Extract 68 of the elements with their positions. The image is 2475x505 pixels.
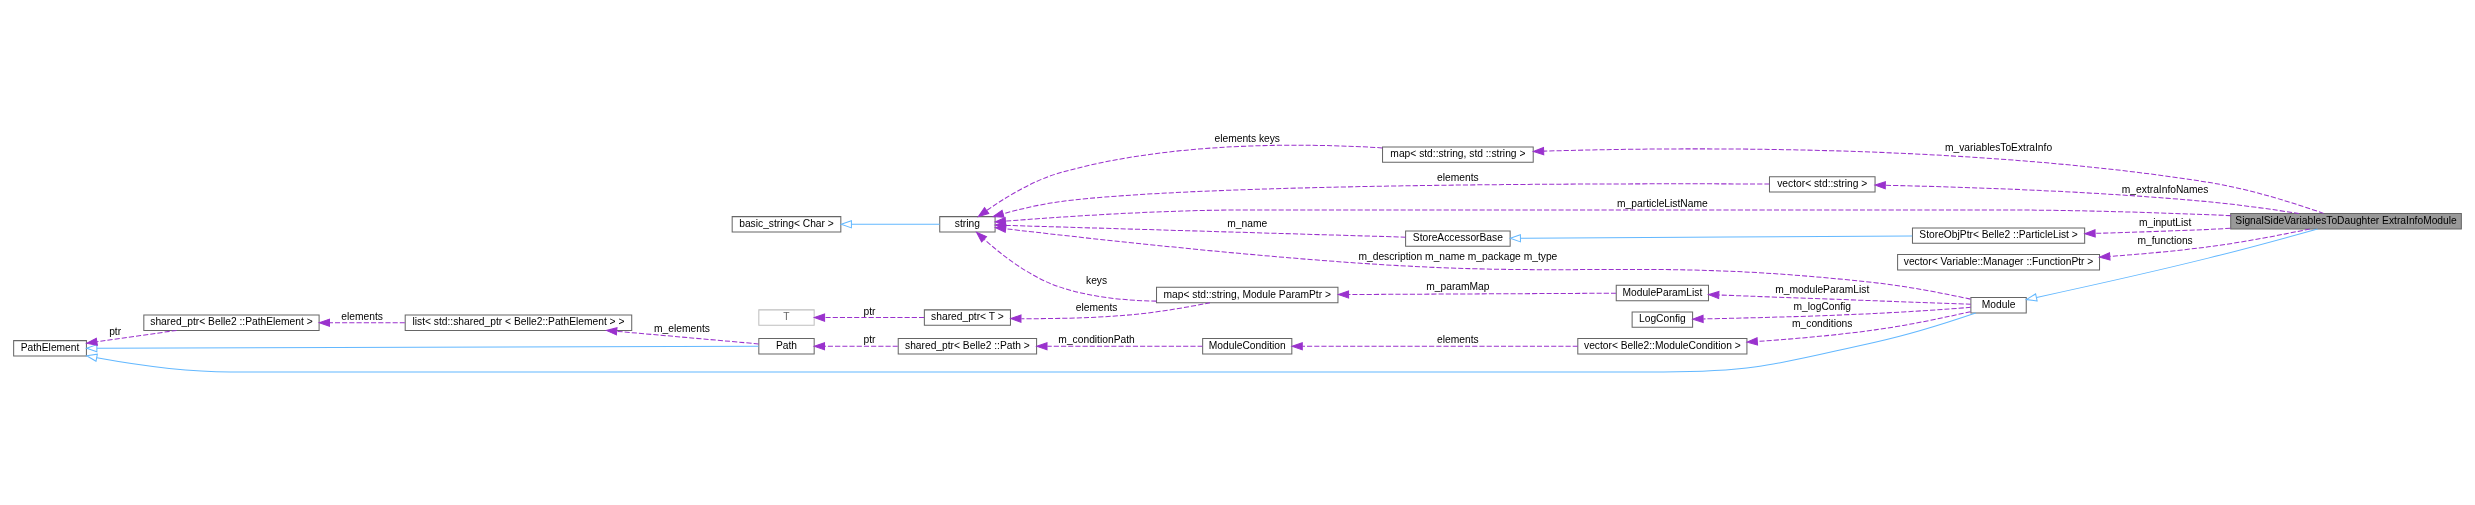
edge-label: m_paramMap xyxy=(1426,280,1490,292)
edge-label: elements xyxy=(1437,333,1479,345)
arrow xyxy=(1745,310,1971,346)
edge-label: m_logConfig xyxy=(1793,300,1852,312)
arrow xyxy=(1035,341,1203,351)
arrow xyxy=(1290,341,1579,351)
node-box: shared_ptr< Belle2 ::Path > xyxy=(897,337,1038,354)
edge-label: m_description m_name m_package m_type xyxy=(1358,250,1558,262)
node-box: SignalSideVariablesToDaughter ExtraInfoModule xyxy=(2230,212,2462,229)
node-box: StoreObjPtr< Belle2 ::ParticleList > xyxy=(1911,226,2086,244)
arrow xyxy=(85,329,178,346)
node-box: LogConfig xyxy=(1631,310,1694,328)
node-box: vector< std::string > xyxy=(1768,175,1876,192)
edge-label: m_particleListName xyxy=(1617,197,1708,209)
arrow xyxy=(604,326,759,344)
arrow xyxy=(812,341,899,351)
arrow xyxy=(317,317,406,327)
edge-label: m_inputList xyxy=(2138,216,2192,228)
arrow xyxy=(2024,227,2319,302)
arrow xyxy=(85,311,1977,372)
node-box: vector< Variable::Manager ::FunctionPtr > xyxy=(1897,253,2101,270)
arrow xyxy=(839,219,941,229)
node-box: map< std::string, std ::string > xyxy=(1382,145,1534,163)
arrow xyxy=(1336,289,1617,299)
node-box: list< std::shared_ptr < Belle2::PathElement > > xyxy=(404,314,633,331)
arrow xyxy=(2098,227,2311,261)
edge-label: m_functions xyxy=(2137,234,2193,246)
arrow xyxy=(2083,227,2231,238)
node-box: StoreAccessorBase xyxy=(1405,229,1511,247)
edge-label: m_elements xyxy=(654,322,710,334)
node-box: T xyxy=(758,308,815,326)
edge-label: elements keys xyxy=(1214,132,1280,144)
node-box: shared_ptr< Belle2 ::PathElement > xyxy=(143,314,320,331)
arrow xyxy=(85,343,759,352)
arrow xyxy=(1531,146,2325,214)
node-box: Module xyxy=(1970,296,2027,313)
edge-label: elements xyxy=(1075,301,1118,313)
arrow xyxy=(812,312,925,322)
node-box: shared_ptr< T > xyxy=(923,308,1011,326)
edge-label: ptr xyxy=(109,325,122,337)
edge-label: m_variablesToExtraInfo xyxy=(1945,141,2053,152)
arrow xyxy=(977,144,1383,217)
arrow xyxy=(1707,290,1972,305)
edge-label: m_conditionPath xyxy=(1058,333,1135,345)
arrow xyxy=(993,224,1971,300)
edge-label: m_conditions xyxy=(1792,317,1853,329)
edge-label: ptr xyxy=(863,305,876,316)
node-box: map< std::string, Module ParamPtr > xyxy=(1156,286,1339,303)
node-box: string xyxy=(939,215,996,232)
edge-label: elements xyxy=(1437,171,1479,183)
node-box: vector< Belle2::ModuleCondition > xyxy=(1577,337,1748,354)
edge-label: elements xyxy=(341,310,383,322)
edge-label: m_name xyxy=(1227,217,1268,229)
arrow xyxy=(1873,180,2300,214)
arrow xyxy=(1009,301,1211,323)
arrow xyxy=(1691,306,1972,323)
node-box: Path xyxy=(758,337,815,354)
arrow xyxy=(1508,233,1913,243)
edge-label: keys xyxy=(1086,274,1108,286)
edge-label: ptr xyxy=(863,333,876,345)
node-box: ModuleCondition xyxy=(1202,337,1293,354)
node-box: ModuleParamList xyxy=(1615,284,1709,301)
arrow xyxy=(975,230,1157,302)
edge-label: m_extraInfoNames xyxy=(2121,183,2209,195)
arrow xyxy=(991,182,1770,218)
node-box: PathElement xyxy=(13,339,87,356)
edge-label: m_moduleParamList xyxy=(1775,283,1870,295)
node-box: basic_string< Char > xyxy=(731,215,842,232)
